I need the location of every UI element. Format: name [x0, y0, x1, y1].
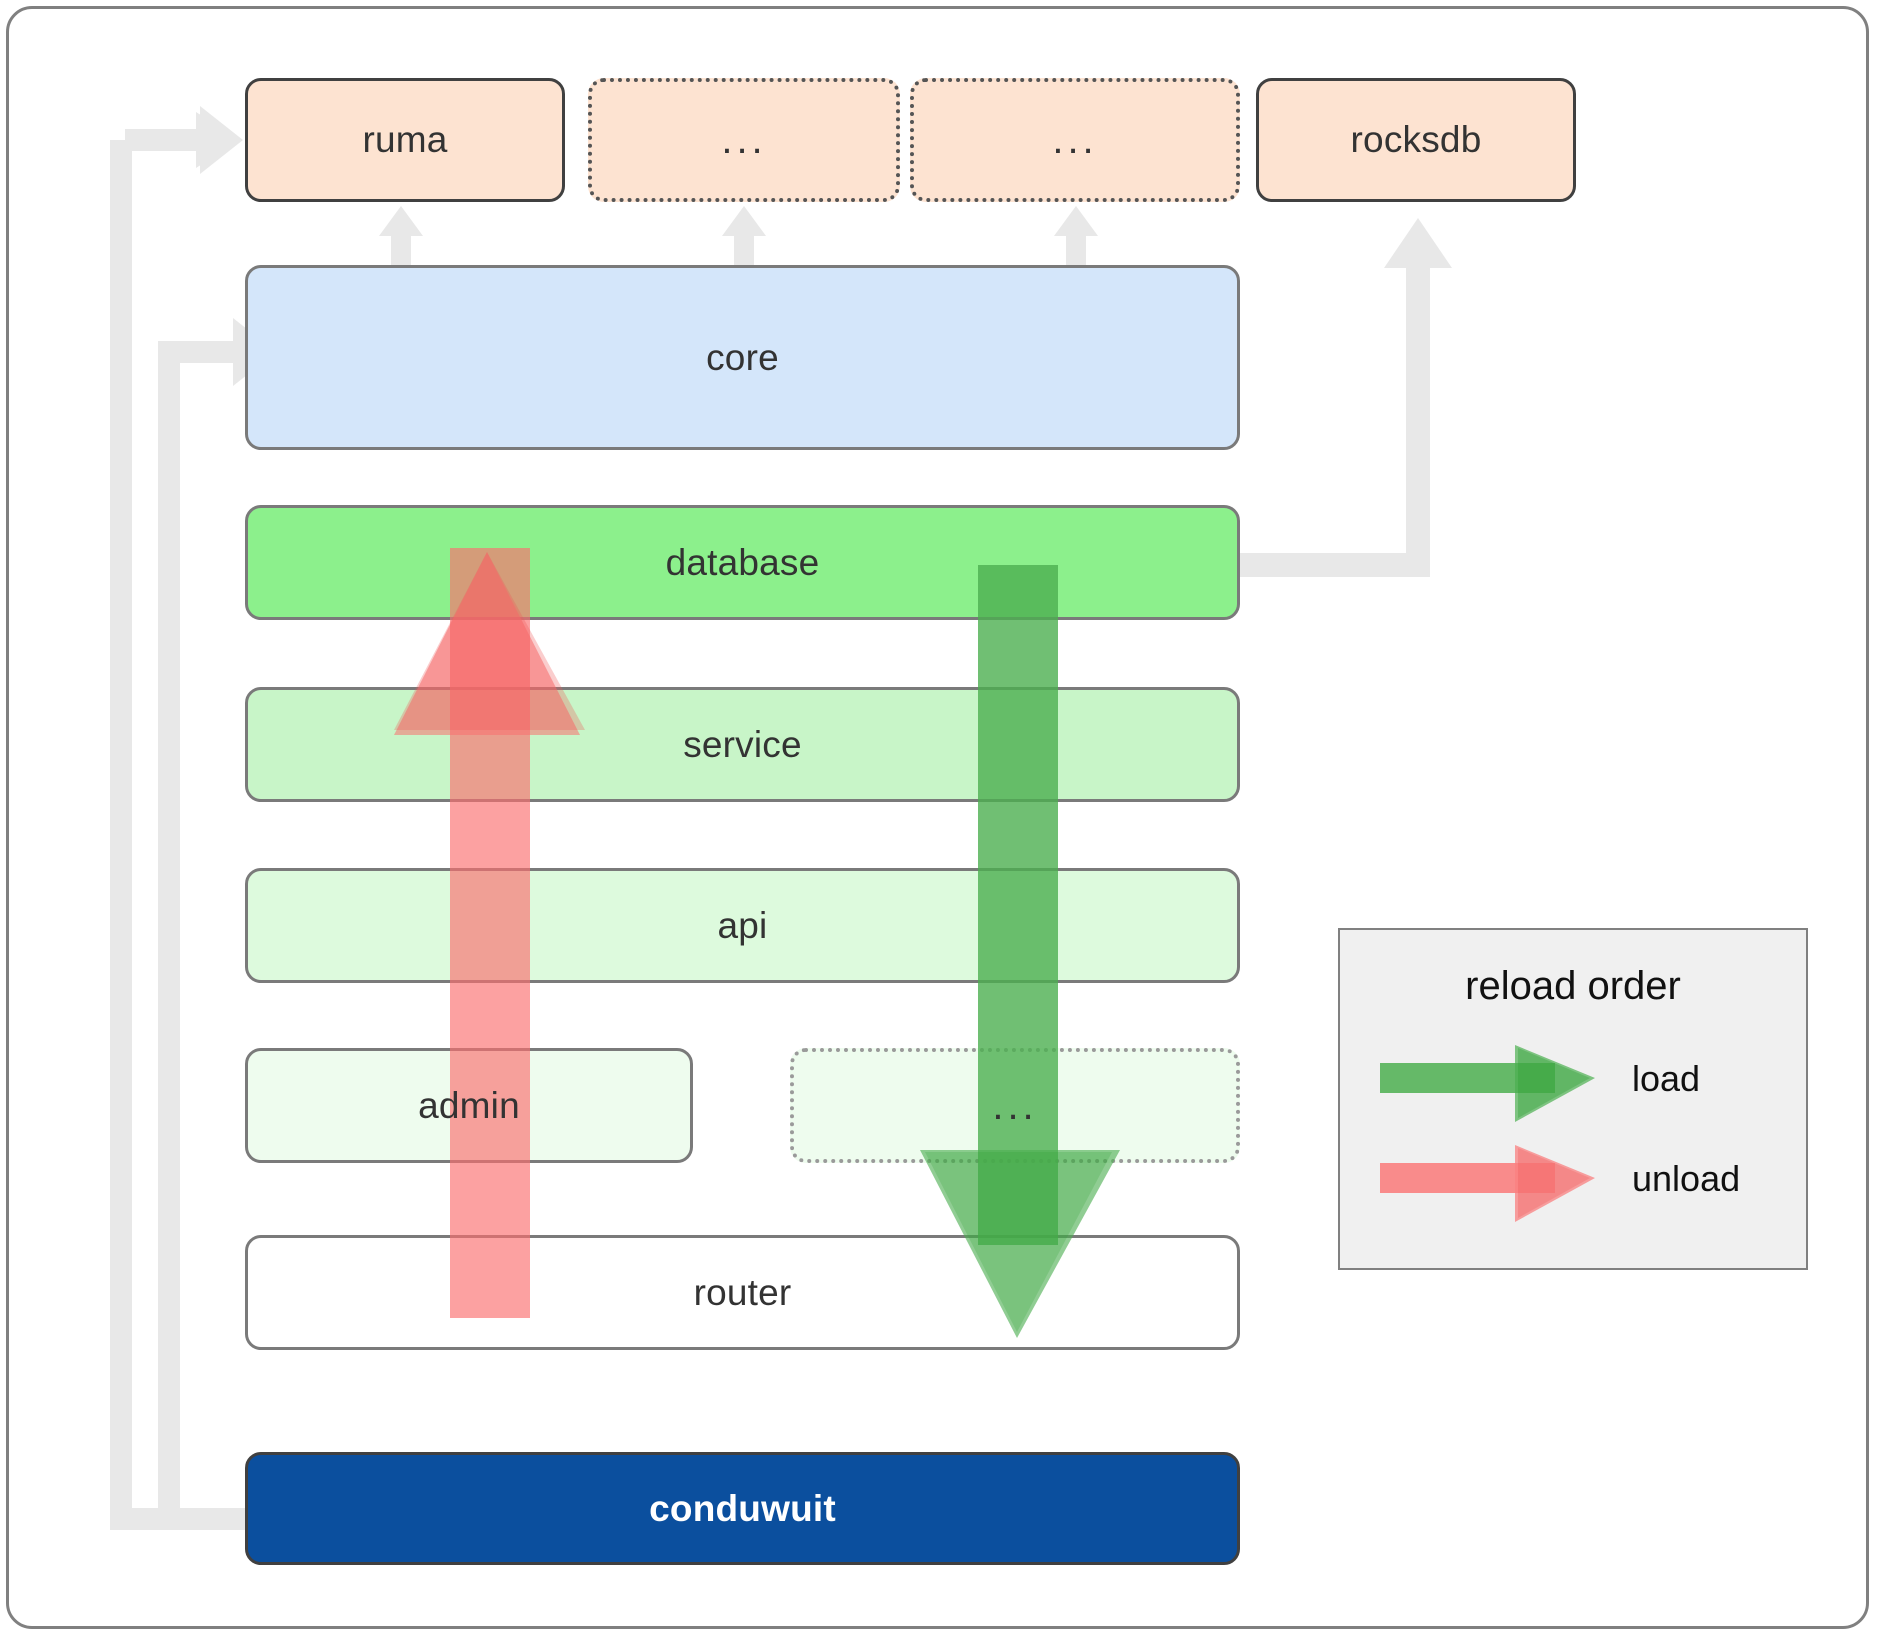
node-ruma[interactable]: ruma — [245, 78, 565, 202]
node-admin-ellipsis[interactable]: ... — [790, 1048, 1240, 1163]
node-top-ellipsis-1[interactable]: ... — [588, 78, 900, 202]
node-conduwuit-label: conduwuit — [649, 1487, 836, 1529]
node-top-ellipsis-1-label: ... — [721, 118, 767, 162]
node-database[interactable]: database — [245, 505, 1240, 620]
node-router[interactable]: router — [245, 1235, 1240, 1350]
node-conduwuit[interactable]: conduwuit — [245, 1452, 1240, 1565]
node-database-label: database — [665, 541, 820, 583]
node-admin-ellipsis-label: ... — [992, 1083, 1038, 1128]
node-admin-label: admin — [418, 1084, 520, 1126]
node-core-label: core — [706, 336, 779, 378]
node-rocksdb-label: rocksdb — [1350, 119, 1482, 160]
legend-load-label: load — [1632, 1058, 1701, 1099]
legend-reload-order: reload order load unload — [1338, 928, 1808, 1270]
node-admin[interactable]: admin — [245, 1048, 693, 1163]
node-top-ellipsis-2[interactable]: ... — [910, 78, 1240, 202]
node-core[interactable]: core — [245, 265, 1240, 450]
node-rocksdb[interactable]: rocksdb — [1256, 78, 1576, 202]
node-api[interactable]: api — [245, 868, 1240, 983]
node-service-label: service — [683, 723, 802, 765]
legend-unload-arrow-icon — [1380, 1145, 1595, 1222]
node-api-label: api — [717, 904, 768, 946]
legend-unload-label: unload — [1632, 1158, 1741, 1199]
legend-load-arrow-icon — [1380, 1045, 1595, 1122]
node-top-ellipsis-2-label: ... — [1052, 118, 1098, 162]
node-router-label: router — [693, 1271, 792, 1313]
legend-arrow-graphics — [1380, 1045, 1595, 1222]
node-ruma-label: ruma — [362, 119, 448, 160]
legend-title: reload order — [1465, 964, 1681, 1008]
node-service[interactable]: service — [245, 687, 1240, 802]
